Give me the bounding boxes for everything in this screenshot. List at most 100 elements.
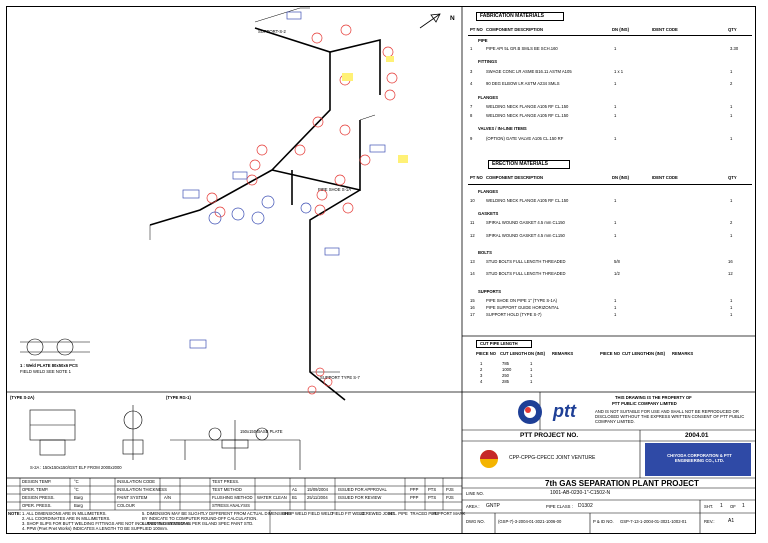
cut-dn: 1 xyxy=(530,361,533,366)
line-no-label: LINE NO. xyxy=(466,491,484,496)
cut-col: DN (INS) xyxy=(648,351,665,356)
callout-label: SUPPORT TYPE S-7 xyxy=(320,375,360,380)
item-qty: 1 xyxy=(730,198,733,203)
cut-length: 250 xyxy=(502,373,509,378)
cut-col: PIECE NO xyxy=(600,351,621,356)
col-qty: QTY xyxy=(728,27,737,32)
p-no: GSP-7-13-1-2004-01-3021-1002-01 xyxy=(620,519,687,524)
design-label-2: COLOUR xyxy=(117,503,135,508)
note-line: 6. PAINTING SYSTEM AS PER ISLAND SPEC PA… xyxy=(142,521,254,526)
rev-by: PPP xyxy=(410,495,419,500)
col-qty: QTY xyxy=(728,175,737,180)
design-value-3: WATER CLEAN xyxy=(257,495,287,500)
pt-number: 1 xyxy=(470,46,473,51)
legend-item: TRACED PIPE xyxy=(410,511,438,516)
line-no: 1001-AB-0230-1"-C1502-N xyxy=(550,490,611,496)
cut-dn: 1 xyxy=(530,373,533,378)
note-line: 1. ALL DIMENSIONS ARE IN MILLIMETERS. xyxy=(22,511,107,516)
rev-date: 15/09/2004 xyxy=(307,487,328,492)
legend-item: SHOP WELD xyxy=(282,511,308,516)
legend-item: SUPPORT MARK xyxy=(432,511,466,516)
design-unit: Barg xyxy=(74,495,83,500)
detail-a-title: (TYPE S-2A) xyxy=(10,395,35,400)
design-unit: °C xyxy=(74,479,79,484)
design-label-3: STRESS ANALYSIS xyxy=(212,503,250,508)
item-dn: 1 xyxy=(614,46,617,51)
legend-item: SCREWED JOINT xyxy=(360,511,395,516)
contractor-logo xyxy=(645,443,751,476)
ownership-company: PTT PUBLIC COMPANY LIMITED xyxy=(612,401,677,406)
pt-number: 13 xyxy=(470,259,475,264)
detail-a-caption: S-2A : 150x150x150/GST ELF FROM 2000x200… xyxy=(30,465,122,470)
col-dn: DN (INS) xyxy=(612,27,629,32)
cut-length: 1000 xyxy=(502,367,512,372)
pipe-class-label: PIPE CLASS : xyxy=(546,504,573,509)
cut-dn: 1 xyxy=(530,367,533,372)
north-arrow-icon xyxy=(419,13,441,29)
note-line: 5. DIMENSION MAY BE SLIGHTLY DIFFERENT F… xyxy=(142,511,292,516)
rev-code: A1 xyxy=(292,487,298,492)
fabrication-title-box xyxy=(476,12,564,21)
callout-label: PIPE SHOE S-1A xyxy=(318,187,352,192)
col-ident: IDENT CODE xyxy=(652,175,678,180)
cut-col: REMARKS xyxy=(552,351,574,356)
cut-piece: 2 xyxy=(480,367,483,372)
design-label: OPER. TEMP. xyxy=(22,487,49,492)
rev-desc: ISSUED FOR REVIEW xyxy=(338,495,382,500)
rev-chk: PTS xyxy=(428,487,437,492)
item-qty: 1 xyxy=(730,233,733,238)
rev-date: 25/11/2004 xyxy=(307,495,328,500)
cut-col: CUT LENGTH xyxy=(622,351,649,356)
ownership-title: THIS DRAWING IS THE PROPERTY OF xyxy=(615,395,692,400)
cut-length-title-box xyxy=(476,340,532,348)
detail-b-caption: 150x150 BASE PLATE xyxy=(240,429,283,434)
bolts-heading: BOLTS xyxy=(478,250,492,255)
cut-piece: 4 xyxy=(480,379,483,384)
item-qty: 2 xyxy=(730,220,733,225)
item-qty: 1 xyxy=(730,113,733,118)
project-title: 7th GAS SEPARATION PLANT PROJECT xyxy=(545,479,699,488)
item-qty: 1 xyxy=(730,136,733,141)
detail-sleeve xyxy=(20,338,90,361)
item-desc: WELDING NECK FLANGE A105 RF CL.150 xyxy=(486,113,569,118)
pt-number: 12 xyxy=(470,233,475,238)
sheet-label: SHT. xyxy=(704,504,714,509)
item-desc: SPIRAL WOUND GASKET 4.5 mm CL150 xyxy=(486,220,565,225)
item-desc: 90 DEG ELBOW LR ASTM A234 SMLS xyxy=(486,81,560,86)
design-label: DESIGN TEMP. xyxy=(22,479,52,484)
item-desc: SPIRAL WOUND GASKET 4.5 mm CL150 xyxy=(486,233,565,238)
design-label: DESIGN PRESS. xyxy=(22,495,55,500)
ownership-body: AND IS NOT SUITABLE FOR USE AND SHALL NO… xyxy=(595,409,745,425)
cut-col: REMARKS xyxy=(672,351,694,356)
notes-label: NOTE: xyxy=(8,511,22,516)
cut-col: DN (INS) xyxy=(528,351,545,356)
item-dn: 1 xyxy=(614,198,617,203)
jv-logo xyxy=(480,450,498,468)
fabrication-title: FABRICATION MATERIALS xyxy=(480,13,544,19)
col-pt: PT NO xyxy=(470,175,483,180)
pt-number: 9 xyxy=(470,136,473,141)
item-desc: PIPE SHOE ON PIPE 1" (TYPE S-1A) xyxy=(486,298,558,303)
pipe-class: D1302 xyxy=(578,503,593,509)
item-dn: 1/2 xyxy=(614,271,620,276)
note-line: 4. PPW (Pnet Pnet Works) INDICATES A LEN… xyxy=(22,526,169,531)
project-no-label: PTT PROJECT NO. xyxy=(520,432,579,439)
weld-markers xyxy=(206,24,398,218)
item-desc: (OPTION) GATE VALVE A105 CL.150 RF xyxy=(486,136,564,141)
pt-number: 11 xyxy=(470,220,475,225)
project-no: 2004.01 xyxy=(685,432,709,439)
detail-note: 1 : Weld PLATE 80x50x6 PCS xyxy=(20,363,78,368)
item-dn: 1 xyxy=(614,305,617,310)
cut-piece: 1 xyxy=(480,361,483,366)
design-label-3: TEST PRESS. xyxy=(212,479,240,484)
highlight-marks xyxy=(342,56,408,163)
item-qty: 1 xyxy=(730,312,733,317)
col-desc: COMPONENT DESCRIPTION xyxy=(486,27,543,32)
pt-number: 16 xyxy=(470,305,475,310)
note-line: 2. ALL COORDINATES ARE IN MILLIMETERS. xyxy=(22,516,111,521)
cut-col: PIECE NO xyxy=(476,351,497,356)
dwg-no: (GSP-7)-3-2004-01-3021-1006-00 xyxy=(498,519,562,524)
rev-value: A1 xyxy=(728,518,735,524)
north-label: N xyxy=(450,15,455,22)
